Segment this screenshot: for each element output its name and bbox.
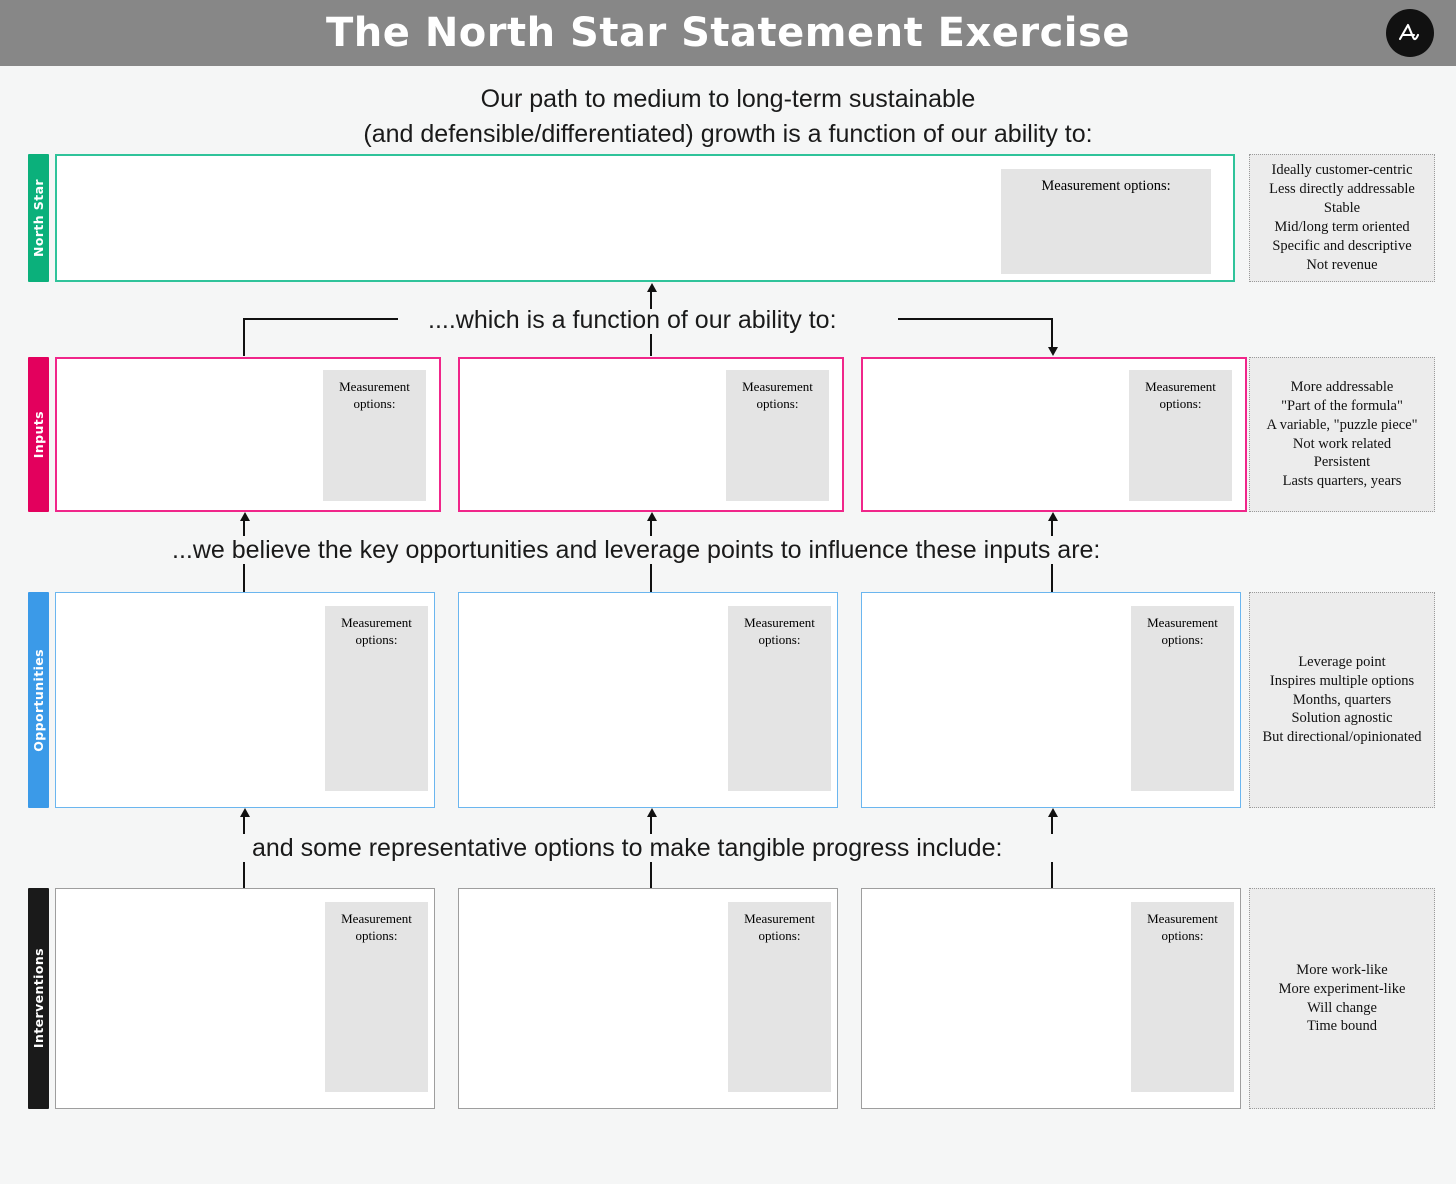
interventions-card-2[interactable]: Measurement options: <box>458 888 838 1109</box>
opportunities-notes: Leverage point Inspires multiple options… <box>1249 592 1435 808</box>
note-item: Lasts quarters, years <box>1282 473 1402 490</box>
row-label-opportunities: Opportunities <box>28 592 49 808</box>
connector-line-col1-down-b <box>243 862 245 888</box>
row-label-north-star: North Star <box>28 154 49 282</box>
connector-line-left-horizontal <box>243 318 398 320</box>
measurement-options-label: Measurement options: <box>744 911 815 944</box>
measurement-options-label: Measurement options: <box>341 615 412 648</box>
connector-line-col3-down <box>1051 564 1053 592</box>
opportunities-card-2[interactable]: Measurement options: <box>458 592 838 808</box>
interventions-measurement-options-1[interactable]: Measurement options: <box>325 902 428 1092</box>
connector-line-col3-up-b <box>1051 817 1053 834</box>
row-label-interventions: Interventions <box>28 888 49 1109</box>
note-item: Ideally customer-centric <box>1271 162 1413 179</box>
opportunities-measurement-options-2[interactable]: Measurement options: <box>728 606 831 791</box>
connector-line-col1-down <box>243 564 245 592</box>
intro-statement: Our path to medium to long-term sustaina… <box>0 82 1456 151</box>
note-item: Will change <box>1307 999 1377 1016</box>
opportunities-measurement-options-1[interactable]: Measurement options: <box>325 606 428 791</box>
connector-line-col1-up <box>243 521 245 536</box>
connector-arrow-up-col3-inputs <box>1048 512 1058 521</box>
measurement-options-label: Measurement options: <box>339 379 410 412</box>
note-item: Leverage point <box>1298 653 1386 670</box>
note-item: Not revenue <box>1306 256 1378 273</box>
inputs-measurement-options-2[interactable]: Measurement options: <box>726 370 829 501</box>
interventions-measurement-options-3[interactable]: Measurement options: <box>1131 902 1234 1092</box>
measurement-options-label: Measurement options: <box>1041 178 1171 194</box>
note-item: Specific and descriptive <box>1272 237 1412 254</box>
intro-line-2: (and defensible/differentiated) growth i… <box>363 119 1093 148</box>
note-item: Less directly addressable <box>1269 181 1415 198</box>
inputs-measurement-options-1[interactable]: Measurement options: <box>323 370 426 501</box>
connector-line-col2-up <box>650 521 652 536</box>
note-item: A variable, "puzzle piece" <box>1266 416 1418 433</box>
north-star-notes: Ideally customer-centric Less directly a… <box>1249 154 1435 282</box>
interventions-notes: More work-like More experiment-like Will… <box>1249 888 1435 1109</box>
row-label-interventions-text: Interventions <box>31 948 46 1049</box>
opportunities-card-3[interactable]: Measurement options: <box>861 592 1241 808</box>
connector-line-col2-down-b <box>650 862 652 888</box>
note-item: More addressable <box>1290 378 1394 395</box>
connector-line-right-horizontal <box>898 318 1053 320</box>
row-label-opportunities-text: Opportunities <box>31 648 46 752</box>
interventions-measurement-options-2[interactable]: Measurement options: <box>728 902 831 1092</box>
inputs-card-1[interactable]: Measurement options: <box>55 357 441 512</box>
note-item: Solution agnostic <box>1291 710 1393 727</box>
connector-arrow-up-center <box>647 283 657 292</box>
interventions-card-3[interactable]: Measurement options: <box>861 888 1241 1109</box>
connector-arrow-up-col1-inputs <box>240 512 250 521</box>
connector-arrow-up-col3-opps <box>1048 808 1058 817</box>
note-item: More experiment-like <box>1278 980 1406 997</box>
connector-arrow-up-col2-opps <box>647 808 657 817</box>
measurement-options-label: Measurement options: <box>744 615 815 648</box>
connector-line-right-vertical <box>1051 318 1053 347</box>
interventions-card-1[interactable]: Measurement options: <box>55 888 435 1109</box>
measurement-options-label: Measurement options: <box>1145 379 1216 412</box>
row-label-inputs-text: Inputs <box>31 410 46 459</box>
note-item: Months, quarters <box>1292 691 1392 708</box>
connector-line-col3-up <box>1051 521 1053 536</box>
measurement-options-label: Measurement options: <box>742 379 813 412</box>
measurement-options-label: Measurement options: <box>341 911 412 944</box>
connector-line-col3-down-b <box>1051 862 1053 888</box>
app-header: The North Star Statement Exercise <box>0 0 1456 66</box>
inputs-notes: More addressable "Part of the formula" A… <box>1249 357 1435 512</box>
inputs-card-3[interactable]: Measurement options: <box>861 357 1247 512</box>
north-star-measurement-options[interactable]: Measurement options: <box>1001 169 1211 274</box>
connector-line-left-vertical <box>243 318 245 356</box>
note-item: Inspires multiple options <box>1269 672 1415 689</box>
measurement-options-label: Measurement options: <box>1147 911 1218 944</box>
note-item: But directional/opinionated <box>1262 729 1422 746</box>
connector-line-center-up <box>650 291 652 309</box>
row-label-north-star-text: North Star <box>31 178 46 258</box>
north-star-card[interactable]: Measurement options: <box>55 154 1235 282</box>
connector-arrow-up-col2-inputs <box>647 512 657 521</box>
inputs-measurement-options-3[interactable]: Measurement options: <box>1129 370 1232 501</box>
inputs-card-2[interactable]: Measurement options: <box>458 357 844 512</box>
connector-text-opportunities-interventions: and some representative options to make … <box>252 834 1003 862</box>
connector-text-inputs-opportunities: ...we believe the key opportunities and … <box>172 536 1101 564</box>
connector-line-col1-up-b <box>243 817 245 834</box>
row-label-inputs: Inputs <box>28 357 49 512</box>
note-item: More work-like <box>1296 961 1388 978</box>
note-item: Stable <box>1323 200 1361 217</box>
amplitude-a-logo-icon <box>1386 9 1434 57</box>
note-item: Persistent <box>1313 454 1371 471</box>
note-item: "Part of the formula" <box>1281 397 1403 414</box>
note-item: Time bound <box>1307 1018 1377 1035</box>
connector-line-col2-up-b <box>650 817 652 834</box>
connector-arrow-up-col1-opps <box>240 808 250 817</box>
opportunities-measurement-options-3[interactable]: Measurement options: <box>1131 606 1234 791</box>
page-title: The North Star Statement Exercise <box>326 10 1130 56</box>
note-item: Not work related <box>1292 435 1392 452</box>
opportunities-card-1[interactable]: Measurement options: <box>55 592 435 808</box>
connector-line-center-down <box>650 334 652 356</box>
connector-arrow-down-right <box>1048 347 1058 356</box>
intro-line-1: Our path to medium to long-term sustaina… <box>480 85 976 113</box>
note-item: Mid/long term oriented <box>1274 219 1410 235</box>
connector-text-north-star-inputs: ....which is a function of our ability t… <box>428 306 837 334</box>
connector-line-col2-down <box>650 564 652 592</box>
measurement-options-label: Measurement options: <box>1147 615 1218 648</box>
